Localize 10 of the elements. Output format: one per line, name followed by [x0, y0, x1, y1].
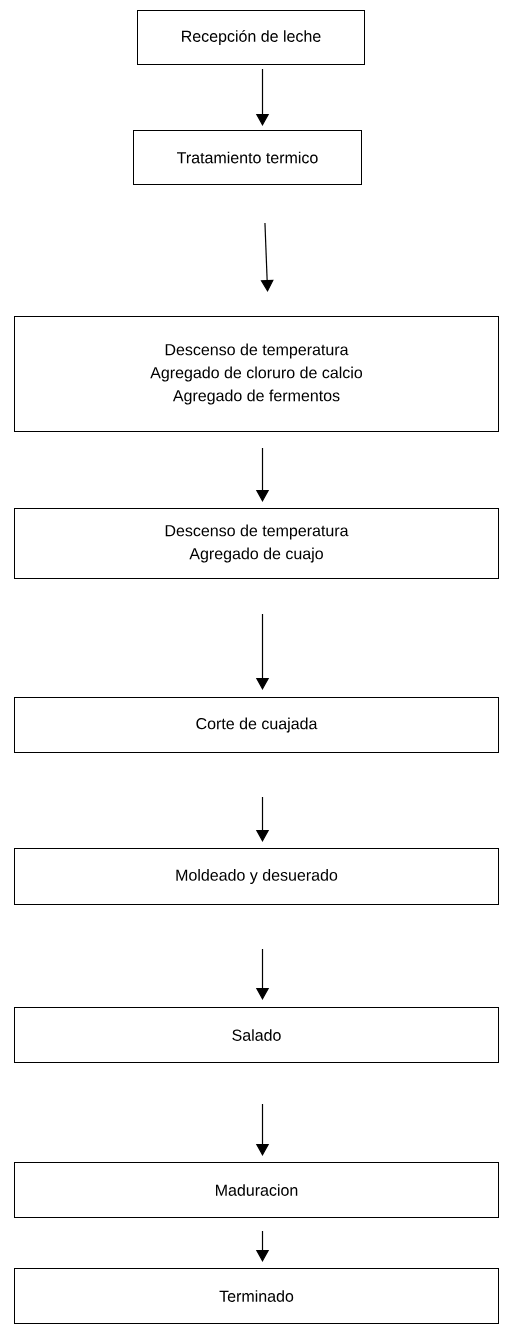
- process-box: Descenso de temperatura Agregado de cloruro de calcio Agregado de fermentos: [14, 316, 499, 432]
- process-box: Corte de cuajada: [14, 697, 499, 753]
- process-box: Recepción de leche: [137, 10, 365, 65]
- process-box: Descenso de temperatura Agregado de cuajo: [14, 508, 499, 579]
- process-box: Moldeado y desuerado: [14, 848, 499, 905]
- arrow: [260, 222, 274, 292]
- process-box: Tratamiento termico: [133, 130, 362, 185]
- process-box: Maduracion: [14, 1162, 499, 1218]
- process-box: Terminado: [14, 1268, 499, 1324]
- process-box: Salado: [14, 1007, 499, 1063]
